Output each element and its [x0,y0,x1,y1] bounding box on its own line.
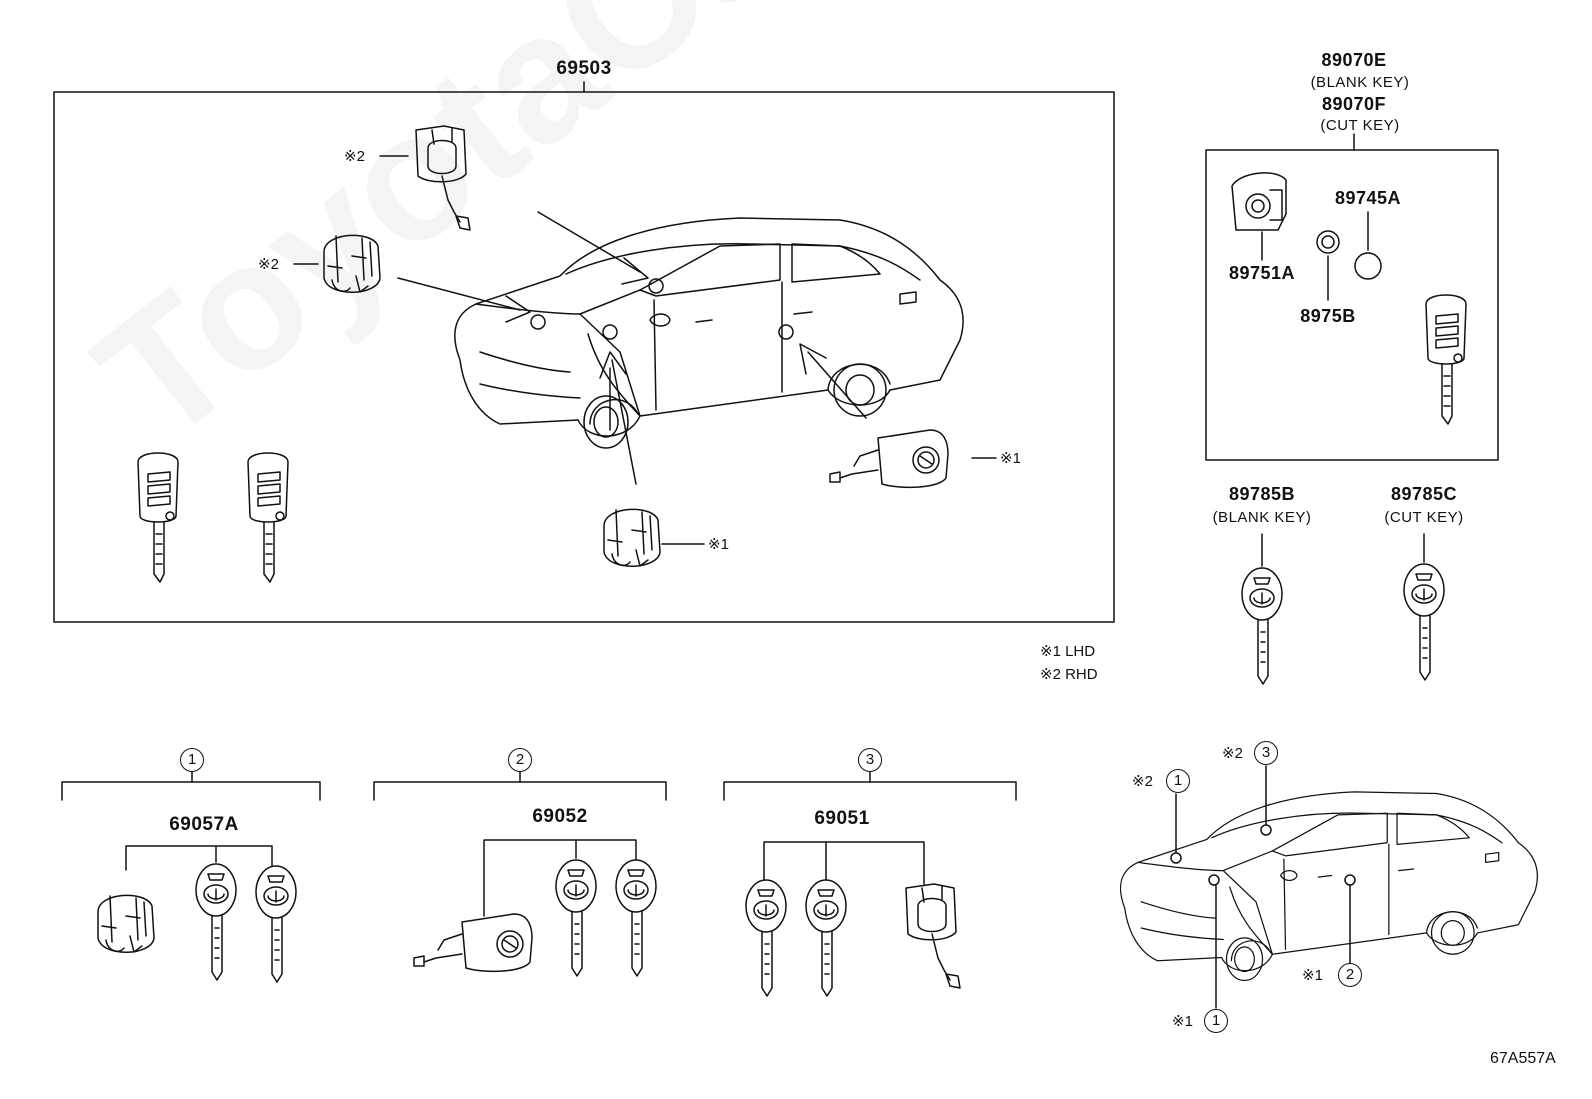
lhd-marker-ignition: ※1 [1000,450,1021,467]
legend-lhd: ※1 LHD [1040,643,1096,660]
locator-rhd-marker-3: ※2 [1222,745,1243,762]
group-1-key-b [255,865,297,983]
locator-callout-1-rhd: 1 [1166,769,1190,793]
battery-cell [1316,230,1340,301]
group-3-part: 69051 [814,808,870,829]
locator-rhd-marker-1: ※2 [1132,773,1153,790]
locator-callout-1-lhd: 1 [1204,1009,1228,1033]
key-cover [1231,172,1287,261]
blank-key-note: (BLANK KEY) [1212,509,1312,526]
group-2-ignition [413,913,533,973]
lhd-marker-door: ※1 [708,536,729,553]
door-cylinder-rhd [323,234,381,294]
cut-key-note: (CUT KEY) [1384,509,1464,526]
blank-key-part: 89785B [1228,484,1296,504]
group-1-number: 1 [180,748,204,772]
group-3-ignition [905,883,961,989]
key-set-part-b-note: (CUT KEY) [1320,117,1400,134]
group-1-part: 69057A [169,814,239,835]
group-2-bracket [373,781,667,801]
key-set-part-b: 89070F [1321,94,1387,114]
group-1-key-a [195,863,237,981]
locator-leaders [1170,765,1356,1009]
locator-callout-3-rhd: 3 [1254,741,1278,765]
battery-coin [1354,211,1382,280]
cut-key-part: 89785C [1390,484,1458,504]
fob-key-1 [137,452,179,583]
main-frame [53,91,1115,623]
group-3-key-b [805,879,847,997]
group-2-key-a [555,859,597,977]
fob-key-2 [247,452,289,583]
locator-callout-2-lhd: 2 [1338,963,1362,987]
illustration-reference-code: 67A557A [1490,1050,1556,1067]
locator-lhd-marker-2: ※1 [1302,967,1323,984]
location-dots [530,278,794,340]
assembly-part-number: 69503 [556,58,612,79]
rhd-marker-door: ※2 [258,256,279,273]
key-blank [1241,567,1283,685]
fob-key-set [1425,294,1467,425]
car-illustration-main [454,217,964,449]
rhd-marker-ignition: ※2 [344,148,365,165]
car-illustration-locator [1119,791,1538,982]
key-set-part-a: 89070E [1321,50,1387,70]
key-cut [1403,563,1445,681]
legend-rhd: ※2 RHD [1040,666,1098,683]
door-cylinder-lhd [603,508,661,568]
group-3-bracket [723,781,1017,801]
ignition-cylinder-lhd [829,429,949,489]
locator-lhd-marker-1: ※1 [1172,1013,1193,1030]
key-set-frame [1205,149,1499,461]
group-1-cylinder [97,894,155,954]
group-2-number: 2 [508,748,532,772]
key-cover-part: 89751A [1228,263,1296,283]
key-set-part-a-note: (BLANK KEY) [1310,74,1410,91]
group-3-key-a [745,879,787,997]
group-1-bracket [61,781,321,801]
cell-part: 8975B [1300,306,1356,326]
battery-part: 89745A [1334,188,1402,208]
group-2-key-b [615,859,657,977]
ignition-switch-rhd [415,125,471,231]
pointer-arrows [397,211,867,485]
group-2-part: 69052 [532,806,588,827]
group-3-number: 3 [858,748,882,772]
